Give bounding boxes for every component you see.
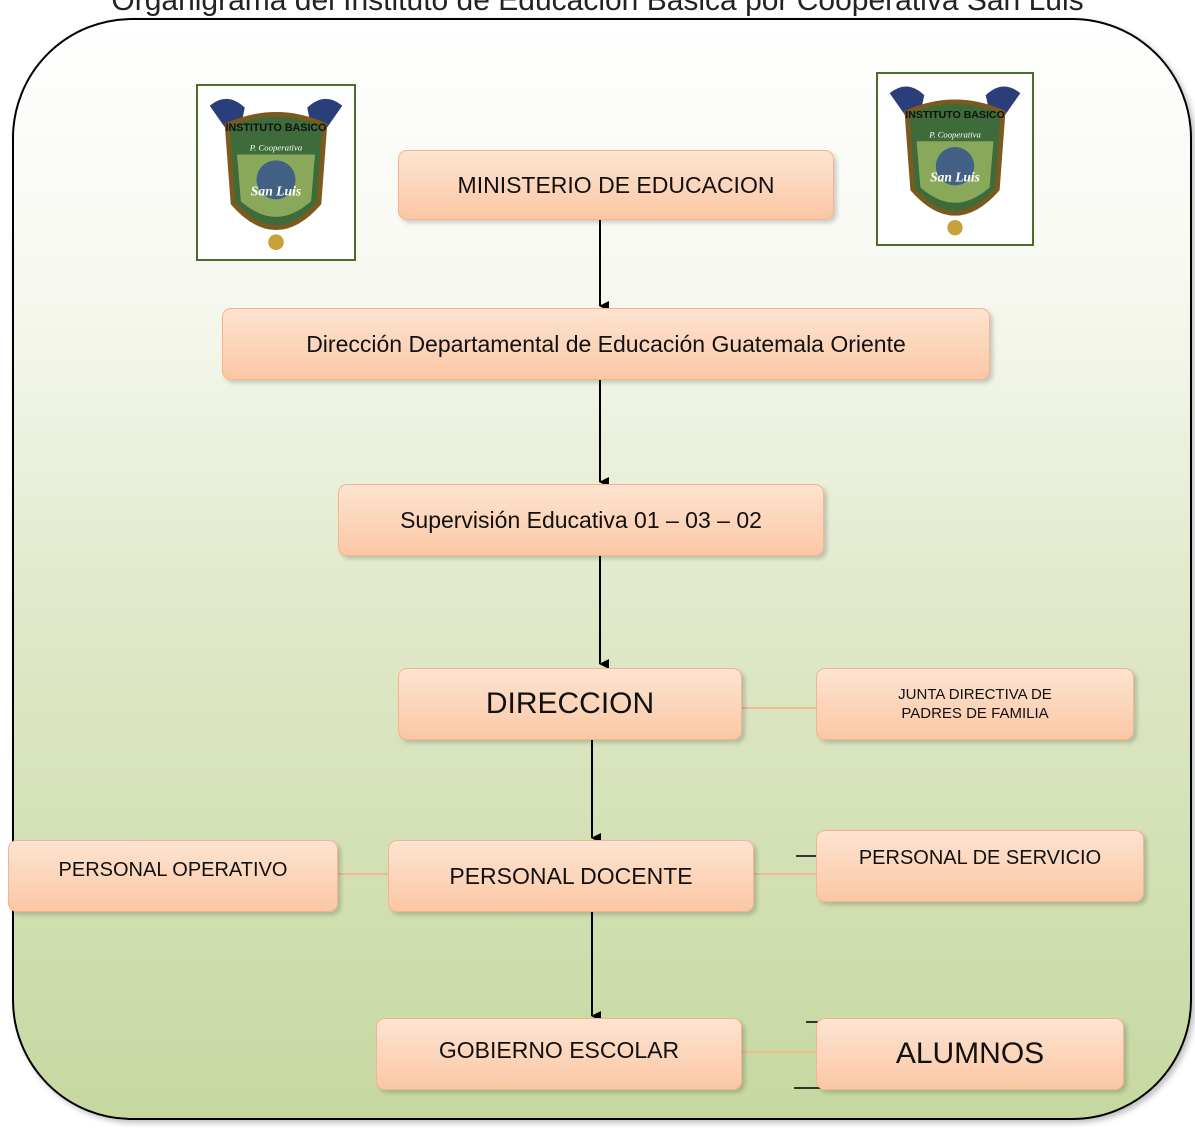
box-alumnos: ALUMNOS <box>816 1018 1124 1090</box>
box-direccion-departamental: Dirección Departamental de Educación Gua… <box>222 308 990 380</box>
logo-bottom-text: San Luis <box>930 170 980 185</box>
page-title: Organigrama del Instituto de Educación B… <box>111 0 1084 17</box>
box-direccion: DIRECCION <box>398 668 742 740</box>
logo-middle-text: P. Cooperativa <box>928 129 981 139</box>
box-junta-line1: JUNTA DIRECTIVA DE <box>898 686 1052 703</box>
box-personal-docente: PERSONAL DOCENTE <box>388 840 754 912</box>
box-alumnos-label: ALUMNOS <box>895 1037 1045 1070</box>
box-personal-servicio: PERSONAL DE SERVICIO <box>816 830 1144 902</box>
box-direccion-departamental-label: Dirección Departamental de Educación Gua… <box>306 330 906 357</box>
crest-icon: INSTITUTO BASICO P. Cooperativa San Luis <box>209 98 343 251</box>
box-personal-servicio-label: PERSONAL DE SERVICIO <box>858 847 1102 869</box>
school-logo-right: INSTITUTO BASICO P. Cooperativa San Luis <box>876 72 1034 246</box>
school-logo-left: INSTITUTO BASICO P. Cooperativa San Luis <box>196 84 356 261</box>
box-junta-directiva: JUNTA DIRECTIVA DE PADRES DE FAMILIA <box>816 668 1134 740</box>
box-personal-docente-label: PERSONAL DOCENTE <box>449 862 693 889</box>
logo-middle-text: P. Cooperativa <box>249 143 303 153</box>
box-junta-line2: PADRES DE FAMILIA <box>901 705 1049 722</box>
box-gobierno-escolar: GOBIERNO ESCOLAR <box>376 1018 742 1090</box>
box-supervision-label: Supervisión Educativa 01 – 03 – 02 <box>400 506 762 533</box>
box-gobierno-escolar-label: GOBIERNO ESCOLAR <box>438 1037 680 1063</box>
box-personal-operativo-label: PERSONAL OPERATIVO <box>58 859 288 881</box>
logo-bottom-text: San Luis <box>251 183 301 198</box>
box-supervision: Supervisión Educativa 01 – 03 – 02 <box>338 484 824 556</box>
logo-top-text: INSTITUTO BASICO <box>905 109 1004 121</box>
crest-icon: INSTITUTO BASICO P. Cooperativa San Luis <box>889 86 1021 236</box>
box-personal-operativo: PERSONAL OPERATIVO <box>8 840 338 912</box>
box-direccion-label: DIRECCION <box>485 687 655 720</box>
logo-top-text: INSTITUTO BASICO <box>225 122 326 134</box>
box-ministerio-label: MINISTERIO DE EDUCACION <box>457 171 775 198</box>
box-ministerio: MINISTERIO DE EDUCACION <box>398 150 834 220</box>
